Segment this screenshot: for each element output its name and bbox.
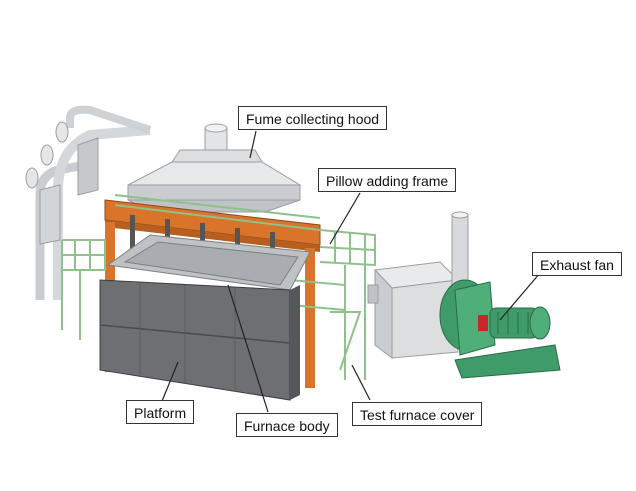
- label-exhaust-fan: Exhaust fan: [532, 252, 622, 276]
- exhaust-chimney: [451, 211, 469, 286]
- platform-structure: [61, 194, 376, 380]
- label-pillow-adding-frame: Pillow adding frame: [318, 168, 457, 192]
- furnace-top: [106, 234, 311, 291]
- ventilation-duct: [25, 105, 152, 300]
- label-furnace-body: Furnace body: [236, 413, 338, 437]
- label-platform: Platform: [126, 400, 195, 424]
- exhaust-fan: [439, 279, 561, 379]
- label-fume-collecting-hood: Fume collecting hood: [238, 106, 388, 130]
- fume-collecting-hood: [127, 123, 302, 213]
- leader-lines: [159, 130, 541, 413]
- furnace-body: [99, 279, 300, 401]
- label-test-furnace-cover: Test furnace cover: [352, 402, 483, 426]
- test-furnace-cover: [367, 261, 460, 360]
